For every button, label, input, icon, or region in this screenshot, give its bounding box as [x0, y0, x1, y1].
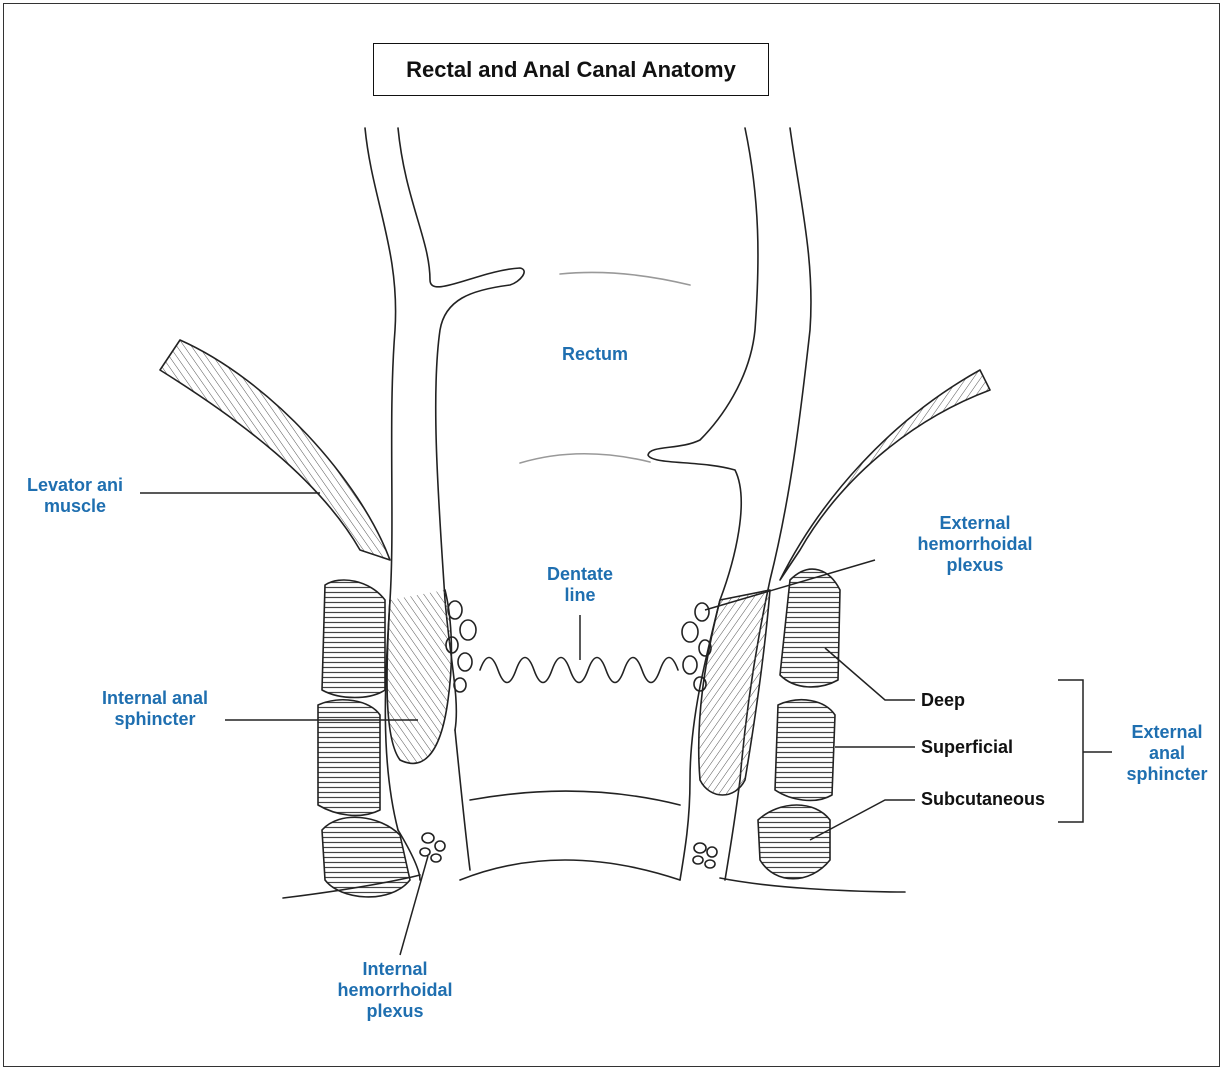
- ext-sphincter-subcutaneous-right: [758, 805, 830, 879]
- external-plexus-label-line3: plexus: [895, 555, 1055, 576]
- dentate-line-label-line2: line: [520, 585, 640, 606]
- internal-sphincter-label-line1: Internal anal: [80, 688, 230, 709]
- levator-ani-left: [160, 340, 390, 560]
- external-plexus-label-line1: External: [895, 513, 1055, 534]
- internal-plexus-label: Internal hemorrhoidal plexus: [315, 959, 475, 1022]
- rectal-fold-upper: [560, 272, 690, 285]
- levator-ani-label-line1: Levator ani: [10, 475, 140, 496]
- internal-sphincter-label-line2: sphincter: [80, 709, 230, 730]
- internal-plexus-label-line1: Internal: [315, 959, 475, 980]
- rectum-label-text: Rectum: [562, 344, 628, 364]
- subcutaneous-label: Subcutaneous: [921, 789, 1045, 810]
- dentate-line: [480, 658, 678, 683]
- external-plexus-label: External hemorrhoidal plexus: [895, 513, 1055, 576]
- left-longitudinal-muscle: [387, 590, 451, 763]
- ext-sphincter-deep-left: [322, 580, 385, 698]
- levator-ani-label: Levator ani muscle: [10, 475, 140, 517]
- levator-ani-label-line2: muscle: [10, 496, 140, 517]
- internal-sphincter-label: Internal anal sphincter: [80, 688, 230, 730]
- dentate-line-label: Dentate line: [520, 564, 640, 606]
- external-plexus-label-line2: hemorrhoidal: [895, 534, 1055, 555]
- deep-label: Deep: [921, 690, 965, 711]
- internal-plexus-label-line3: plexus: [315, 1001, 475, 1022]
- internal-plexus-right: [693, 843, 717, 868]
- page-title: Rectal and Anal Canal Anatomy: [373, 43, 769, 96]
- ext-sphincter-superficial-left: [318, 700, 380, 816]
- external-sphincter-label-line1: External: [1112, 722, 1222, 743]
- internal-plexus-label-line2: hemorrhoidal: [315, 980, 475, 1001]
- right-longitudinal-muscle: [699, 590, 770, 795]
- internal-plexus-left: [420, 833, 445, 862]
- external-sphincter-label: External anal sphincter: [1112, 722, 1222, 785]
- ext-sphincter-deep-right: [780, 569, 840, 687]
- ext-sphincter-subcutaneous-left: [322, 817, 410, 897]
- superficial-label: Superficial: [921, 737, 1013, 758]
- anal-canal-arc: [470, 791, 680, 805]
- rectal-fold-lower: [520, 454, 650, 463]
- anal-canal-lower: [460, 860, 680, 880]
- external-sphincter-label-line3: sphincter: [1112, 764, 1222, 785]
- dentate-line-label-line1: Dentate: [520, 564, 640, 585]
- external-sphincter-label-line2: anal: [1112, 743, 1222, 764]
- rectum-label: Rectum: [545, 344, 645, 365]
- ext-sphincter-superficial-right: [775, 700, 835, 801]
